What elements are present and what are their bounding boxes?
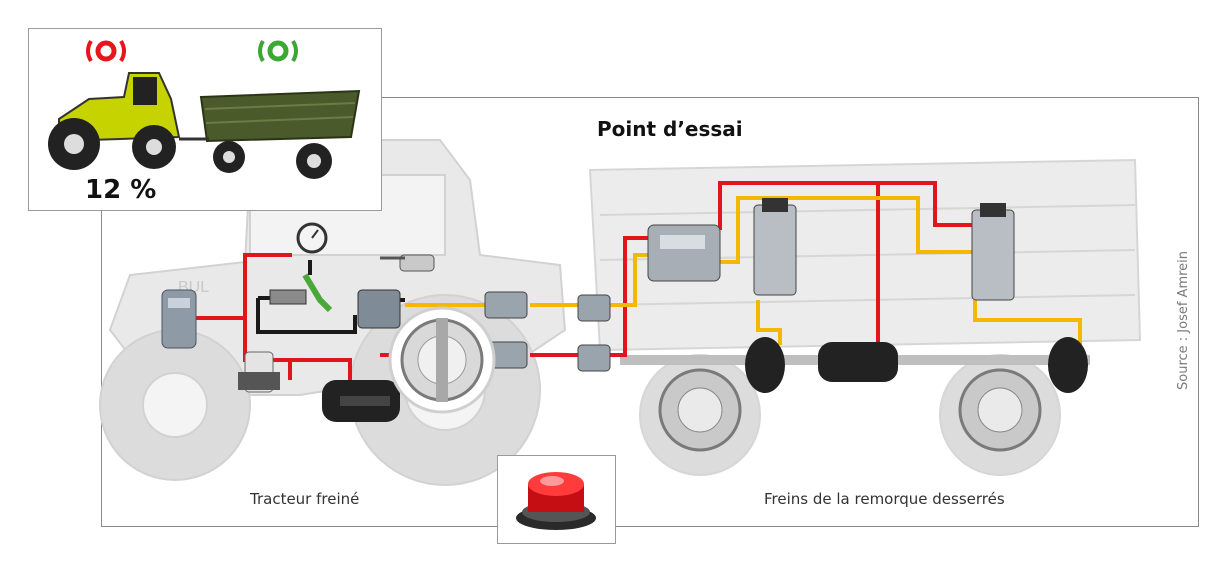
load-sensing-valve-front [753, 198, 797, 296]
yellow-control-lines [405, 196, 1082, 345]
load-sensing-valve-rear [971, 203, 1015, 301]
hand-brake-valve [380, 254, 435, 272]
brake-chamber-front [745, 337, 785, 393]
air-tank-trailer [818, 342, 898, 382]
diagram-title: Point d’essai [597, 117, 743, 141]
trailer-icon [179, 89, 361, 179]
brake-valve [269, 273, 333, 313]
brake-released-icon [258, 39, 298, 63]
source-credit: Source : Josef Amrein [1176, 250, 1191, 390]
brake-status-inset: 12 % [28, 28, 382, 211]
compressor [161, 289, 197, 349]
trailer-brake-front [658, 368, 742, 452]
brake-warning-icon [86, 39, 126, 63]
trailer-control-valve [357, 289, 401, 329]
air-dryer [238, 351, 280, 393]
trailer-brake-valve [647, 224, 721, 282]
air-tank-tractor [322, 380, 400, 422]
red-air-lines [190, 181, 980, 388]
red-push-button-icon[interactable] [516, 472, 596, 530]
brake-percent-readout: 12 % [85, 175, 157, 205]
couplings [484, 291, 611, 372]
pressure-gauge [296, 222, 328, 254]
trailer-label: Freins de la remorque desserrés [764, 490, 1005, 508]
tractor-icon [48, 72, 181, 170]
trailer-brake-rear [958, 368, 1042, 452]
tractor-label: Tracteur freiné [250, 490, 360, 508]
brake-drum-closeup [388, 306, 496, 414]
test-button-inset[interactable] [497, 455, 616, 544]
brake-chamber-rear [1048, 337, 1088, 393]
